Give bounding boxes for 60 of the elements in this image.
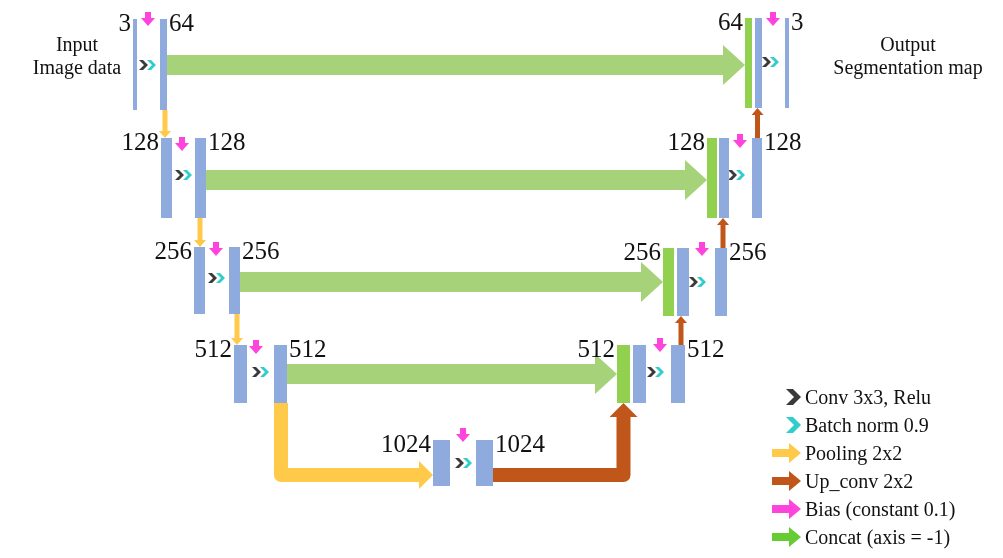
io-label: Input Image data xyxy=(31,33,123,79)
channel-count: 512 xyxy=(577,336,615,362)
feature-map-bar xyxy=(234,345,247,403)
feature-map-bar xyxy=(274,345,287,403)
channel-count: 64 xyxy=(169,10,194,36)
feature-map-bar xyxy=(195,138,206,218)
arrow xyxy=(159,110,171,138)
feature-map-bar xyxy=(719,138,729,218)
concat-bar xyxy=(745,18,752,108)
legend-text: Up_conv 2x2 xyxy=(805,469,914,493)
legend-text: Bias (constant 0.1) xyxy=(805,497,956,521)
channel-count: 256 xyxy=(154,238,192,264)
feature-map-bar xyxy=(133,19,137,110)
legend-text: Concat (axis = -1) xyxy=(805,525,951,549)
channel-count: 128 xyxy=(667,129,705,155)
io-label: Output Segmentation map xyxy=(832,33,984,79)
channel-count: 1024 xyxy=(495,431,545,457)
feature-map-bar xyxy=(194,247,205,314)
concat-bar xyxy=(617,345,630,403)
feature-map-bar xyxy=(715,248,727,316)
arrow xyxy=(675,316,687,345)
feature-map-bar xyxy=(433,440,450,486)
feature-map-bar xyxy=(671,345,685,403)
channel-count: 512 xyxy=(687,336,725,362)
channel-count: 128 xyxy=(764,129,802,155)
channel-count: 1024 xyxy=(381,431,431,457)
feature-map-bar xyxy=(160,19,167,110)
arrow xyxy=(274,403,433,489)
channel-count: 512 xyxy=(289,336,327,362)
arrow xyxy=(751,108,764,138)
channel-count: 256 xyxy=(623,239,661,265)
arrow xyxy=(287,354,617,394)
channel-count: 128 xyxy=(121,129,159,155)
feature-map-bar xyxy=(785,18,789,108)
concat-bar xyxy=(663,248,674,316)
legend-text: Pooling 2x2 xyxy=(805,441,903,465)
channel-count: 64 xyxy=(718,9,743,35)
channel-count: 3 xyxy=(791,9,804,35)
feature-map-bar xyxy=(755,18,762,108)
channel-count: 256 xyxy=(729,239,767,265)
arrow xyxy=(717,218,729,248)
channel-count: 512 xyxy=(194,336,232,362)
feature-map-bar xyxy=(633,345,646,403)
channel-count: 256 xyxy=(242,238,280,264)
arrow xyxy=(240,262,663,302)
legend-text: Conv 3x3, Relu xyxy=(805,385,932,409)
feature-map-bar xyxy=(476,440,493,486)
arrow xyxy=(206,160,707,200)
arrow xyxy=(493,403,638,482)
concat-bar xyxy=(707,138,717,218)
channel-count: 3 xyxy=(118,10,131,36)
channel-count: 128 xyxy=(208,129,246,155)
arrow xyxy=(231,314,243,345)
feature-map-bar xyxy=(677,248,689,316)
arrow xyxy=(167,45,745,85)
arrow xyxy=(194,218,206,247)
legend-text: Batch norm 0.9 xyxy=(805,413,929,437)
feature-map-bar xyxy=(752,138,762,218)
feature-map-bar xyxy=(161,138,172,218)
feature-map-bar xyxy=(229,247,240,314)
